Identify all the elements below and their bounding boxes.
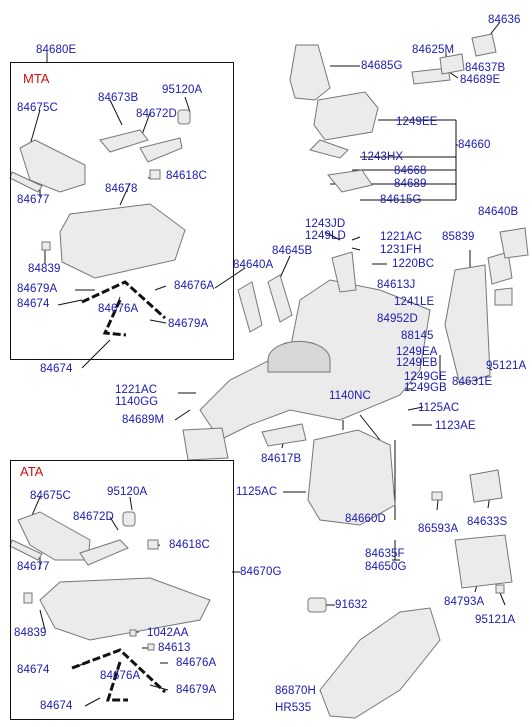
- ata-section-box: [10, 460, 234, 720]
- part-label[interactable]: 84679A: [17, 283, 58, 295]
- part-label[interactable]: 1140GG: [115, 396, 159, 408]
- part-label[interactable]: 84650G: [365, 561, 407, 573]
- part-label[interactable]: 84645B: [272, 245, 313, 257]
- part-label[interactable]: HR535: [275, 702, 312, 714]
- part-label[interactable]: 1249GE: [404, 371, 447, 383]
- mta-section-title: MTA: [23, 71, 50, 86]
- part-label[interactable]: 1140NC: [329, 390, 371, 402]
- part-label[interactable]: 1249LD: [305, 230, 346, 242]
- part-label[interactable]: 84676A: [98, 303, 139, 315]
- part-label[interactable]: 84618C: [166, 170, 207, 182]
- ata-section-title: ATA: [20, 464, 44, 479]
- part-label[interactable]: 84674: [40, 700, 73, 712]
- part-label[interactable]: 84679A: [168, 318, 209, 330]
- part-label[interactable]: 95121A: [486, 360, 527, 372]
- part-label[interactable]: 84625M: [412, 44, 455, 56]
- part-label[interactable]: 1221AC: [380, 231, 423, 243]
- part-label[interactable]: 1241LE: [394, 296, 435, 308]
- part-label[interactable]: 84839: [28, 263, 61, 275]
- part-label[interactable]: 84675C: [17, 102, 58, 114]
- part-label[interactable]: 1125AC: [236, 486, 278, 498]
- part-label[interactable]: 84672D: [73, 511, 114, 523]
- part-label[interactable]: 84676A: [176, 657, 217, 669]
- part-label[interactable]: 84680E: [36, 44, 77, 56]
- part-label[interactable]: 95121A: [475, 614, 516, 626]
- part-label[interactable]: 84640B: [478, 206, 519, 218]
- part-label[interactable]: 86593A: [418, 523, 459, 535]
- part-label[interactable]: 84679A: [176, 684, 217, 696]
- part-label[interactable]: 84839: [14, 627, 47, 639]
- part-label[interactable]: 1042AA: [147, 627, 189, 639]
- part-label[interactable]: 84689: [394, 178, 427, 190]
- part-label[interactable]: 84660D: [345, 513, 386, 525]
- part-label[interactable]: 84675C: [30, 490, 71, 502]
- part-label[interactable]: 84793A: [444, 596, 485, 608]
- part-label[interactable]: 84685G: [361, 60, 403, 72]
- part-label[interactable]: 84676A: [174, 280, 215, 292]
- part-label[interactable]: 84637B: [465, 62, 506, 74]
- part-label[interactable]: 91632: [335, 599, 368, 611]
- part-label[interactable]: 1243HX: [361, 151, 404, 163]
- part-label[interactable]: 1243JD: [305, 218, 346, 230]
- part-label[interactable]: 1221AC: [115, 384, 158, 396]
- part-label[interactable]: 84676A: [100, 670, 141, 682]
- part-label[interactable]: 84670G: [240, 566, 282, 578]
- part-label[interactable]: 1249EE: [396, 116, 438, 128]
- part-label[interactable]: 85839: [442, 231, 475, 243]
- part-label[interactable]: 1220BC: [392, 258, 435, 270]
- part-label[interactable]: 1125AC: [418, 402, 460, 414]
- part-label[interactable]: 84672D: [136, 108, 177, 120]
- part-label[interactable]: 84689M: [122, 414, 165, 426]
- part-label[interactable]: 84613: [158, 642, 191, 654]
- part-label[interactable]: 84689E: [460, 74, 501, 86]
- part-label[interactable]: 84631E: [452, 376, 493, 388]
- part-label[interactable]: 84677: [17, 194, 50, 206]
- part-label[interactable]: 84635F: [365, 548, 405, 560]
- part-label[interactable]: 84640A: [233, 259, 274, 271]
- part-label[interactable]: 1249EA: [396, 346, 438, 358]
- part-label[interactable]: 1123AE: [435, 420, 476, 432]
- part-label[interactable]: 84633S: [467, 516, 508, 528]
- part-label[interactable]: 88145: [401, 330, 434, 342]
- mta-section-box: [10, 62, 234, 360]
- part-label[interactable]: 84673B: [98, 92, 139, 104]
- part-label[interactable]: 84668: [394, 165, 427, 177]
- part-label[interactable]: 1249GB: [404, 382, 447, 394]
- part-label[interactable]: 84674: [17, 298, 50, 310]
- part-label[interactable]: 84674: [40, 363, 73, 375]
- part-label[interactable]: 95120A: [107, 486, 148, 498]
- part-label[interactable]: 84617B: [261, 453, 302, 465]
- part-label[interactable]: 84660: [458, 139, 491, 151]
- part-label[interactable]: 84613J: [377, 279, 416, 291]
- part-label[interactable]: 84618C: [169, 539, 210, 551]
- part-label[interactable]: 84615G: [380, 194, 422, 206]
- part-label[interactable]: 84677: [17, 561, 50, 573]
- part-label[interactable]: 84674: [17, 664, 50, 676]
- part-label[interactable]: 84952D: [377, 313, 418, 325]
- part-label[interactable]: 1231FH: [380, 244, 422, 256]
- part-label[interactable]: 95120A: [162, 84, 203, 96]
- part-label[interactable]: 1249EB: [396, 357, 438, 369]
- part-label[interactable]: 84636: [488, 14, 521, 26]
- part-label[interactable]: 84678: [105, 183, 138, 195]
- part-label[interactable]: 86870H: [275, 685, 316, 697]
